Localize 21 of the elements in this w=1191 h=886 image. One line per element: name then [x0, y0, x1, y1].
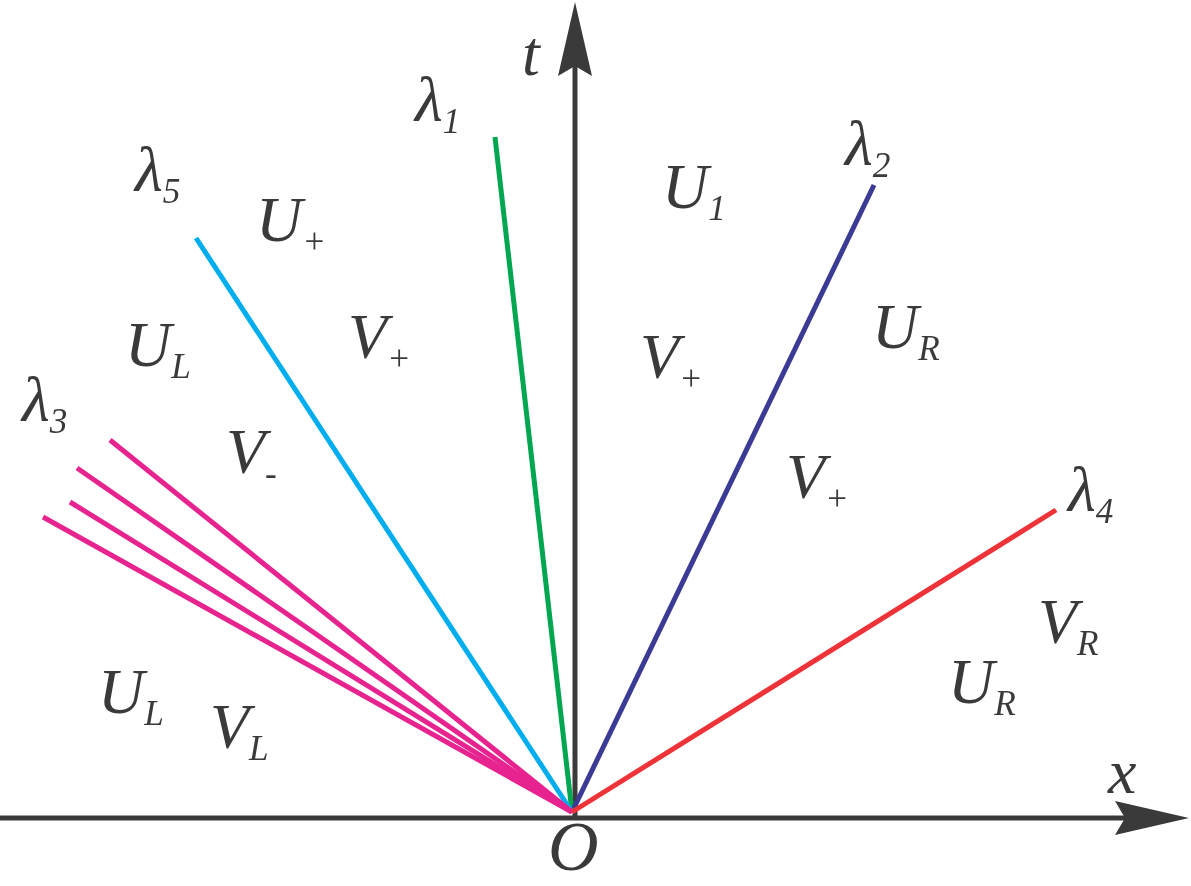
math-label: U$_{R}$ — [948, 650, 1016, 722]
math-label: V$_{+}$ — [640, 325, 703, 397]
math-label: V$_{R}$ — [1038, 590, 1099, 662]
math-label: U$_{R}$ — [872, 295, 940, 367]
characteristic-label: λ$_{5}$ — [135, 138, 181, 210]
origin-label: O — [548, 812, 599, 882]
characteristic-line — [570, 507, 1058, 815]
math-label: V$_{+}$ — [348, 305, 411, 377]
math-label: U$_{L}$ — [98, 660, 164, 732]
math-label: V$_{-}$ — [226, 420, 277, 492]
characteristic-label: λ$_{4}$ — [1068, 458, 1114, 530]
math-label: U$_{L}$ — [125, 313, 191, 385]
characteristic-label: λ$_{3}$ — [22, 368, 68, 440]
math-label: V$_{+}$ — [786, 445, 849, 517]
math-label: U$_{+}$ — [256, 188, 326, 260]
characteristic-label: λ$_{1}$ — [415, 68, 461, 140]
math-label: x — [1108, 740, 1137, 804]
characteristic-label: λ$_{2}$ — [845, 112, 891, 184]
math-label: V$_{L}$ — [210, 695, 269, 767]
math-label: t — [522, 22, 540, 86]
math-label: U$_{1}$ — [662, 155, 726, 227]
